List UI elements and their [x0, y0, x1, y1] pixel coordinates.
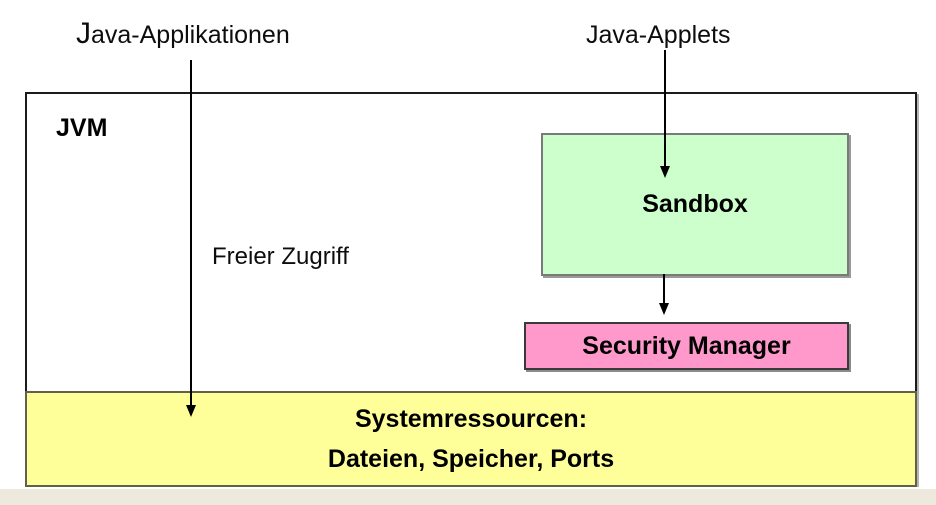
jvm-box: JVM Freier Zugriff Sandbox Security Mana…: [25, 92, 917, 487]
system-resources-items: Dateien, Speicher, Ports: [327, 445, 615, 473]
arrow-sandbox-to-security-manager-icon: [658, 274, 670, 315]
sandbox-label: Sandbox: [642, 190, 748, 218]
jvm-label: JVM: [56, 114, 108, 142]
arrow-applets-to-sandbox-icon: [659, 50, 671, 178]
sandbox-box: Sandbox: [541, 133, 849, 276]
arrow-shaft: [190, 60, 192, 405]
arrow-head-icon: [659, 303, 669, 315]
arrow-applications-to-resources-icon: [185, 60, 197, 417]
security-manager-box: Security Manager: [524, 322, 849, 370]
bottom-background-strip: [0, 489, 936, 505]
java-applications-label: Java-Applikationen: [76, 17, 290, 50]
arrow-head-icon: [186, 405, 196, 417]
arrow-head-icon: [660, 166, 670, 178]
arrow-shaft: [664, 50, 666, 166]
java-applets-label: Java-Applets: [586, 21, 731, 49]
security-manager-label: Security Manager: [582, 331, 791, 360]
system-resources-title: Systemressourcen:: [354, 405, 588, 433]
system-resources-box: Systemressourcen: Dateien, Speicher, Por…: [25, 391, 917, 487]
free-access-label: Freier Zugriff: [212, 243, 349, 270]
arrow-shaft: [663, 274, 665, 303]
